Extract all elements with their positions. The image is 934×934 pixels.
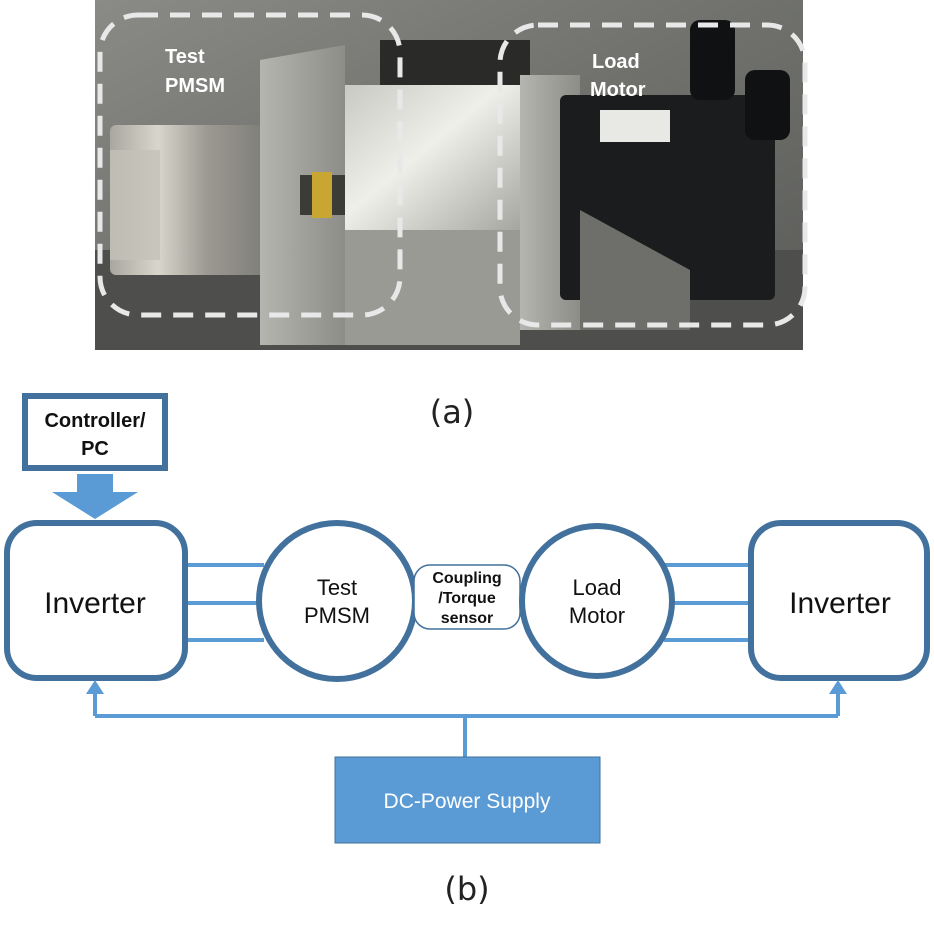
cable-connector-1 <box>690 20 735 100</box>
load-motor-label-2: Motor <box>569 603 625 628</box>
right-inverter-box <box>748 520 930 681</box>
load-motor-nameplate <box>600 110 670 142</box>
dc-to-right-inverter-arrowhead <box>829 680 847 694</box>
test-pmsm-label-2: PMSM <box>304 603 370 628</box>
photo-load-label-2: Motor <box>590 79 646 101</box>
caption-b: (b) <box>444 870 489 908</box>
coupling-label-2: /Torque <box>438 590 496 607</box>
cable-connector-2 <box>745 70 790 140</box>
test-pmsm-circle <box>256 520 418 682</box>
photo-test-label-2: PMSM <box>165 75 225 97</box>
caption-a: (a) <box>430 393 475 431</box>
test-pmsm-label-1: Test <box>317 575 357 600</box>
dc-power-supply-label: DC-Power Supply <box>384 790 551 813</box>
test-bench-photo <box>95 0 803 350</box>
coupling-ring <box>312 172 332 218</box>
controller-pc-box <box>22 393 168 471</box>
photo-test-label-1: Test <box>165 46 205 68</box>
left-inverter-label: Inverter <box>44 587 146 620</box>
controller-label-1: Controller/ <box>44 410 146 432</box>
photo-load-label-1: Load <box>592 51 640 73</box>
load-motor-label-1: Load <box>573 575 622 600</box>
test-pmsm-highlight-box <box>97 12 403 318</box>
load-motor-highlight-box <box>497 22 808 328</box>
right-phase-lines <box>664 563 751 642</box>
test-motor-endcap <box>110 150 160 260</box>
dc-power-supply-box <box>334 756 601 844</box>
coupling-label-1: Coupling <box>432 570 501 587</box>
dc-to-left-inverter-arrowhead <box>86 680 104 694</box>
controller-to-inverter-arrow <box>52 474 138 519</box>
coupling-label-3: sensor <box>441 610 493 627</box>
left-phase-lines <box>185 563 264 642</box>
dc-bus-lines <box>93 692 840 757</box>
load-motor-circle <box>519 523 675 679</box>
torque-sensor-housing <box>345 85 520 230</box>
sensor-base <box>345 230 520 345</box>
load-motor-stand <box>580 210 690 330</box>
right-inverter-label: Inverter <box>789 587 891 620</box>
left-inverter-box <box>4 520 188 681</box>
controller-label-2: PC <box>81 438 109 460</box>
